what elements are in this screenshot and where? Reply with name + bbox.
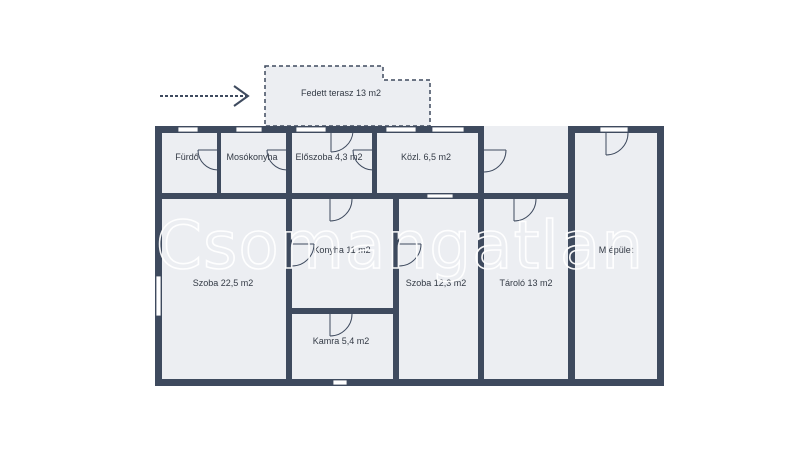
watermark: Csomangatlan bbox=[156, 207, 644, 284]
door-furdo bbox=[197, 149, 219, 171]
room-label-konyha: Konyha 11 m2 bbox=[313, 245, 370, 255]
door-tarolo bbox=[513, 198, 537, 222]
room-label-szoba2: Szoba 12,3 m2 bbox=[406, 278, 467, 288]
door-szoba1 bbox=[291, 243, 315, 267]
door-szoba2 bbox=[398, 243, 422, 267]
doors bbox=[197, 131, 629, 337]
room-label-eloszoba: Előszoba 4,3 m2 bbox=[295, 152, 362, 162]
room-label-tarolo: Tároló 13 m2 bbox=[499, 278, 552, 288]
door-mosokonyha bbox=[266, 149, 288, 171]
room-label-kozl: Közl. 6,5 m2 bbox=[401, 152, 451, 162]
door-melleknepulet bbox=[605, 132, 629, 156]
door-eloszoba bbox=[352, 149, 374, 171]
door-kozl bbox=[483, 149, 507, 173]
room-label-mosokonyha: Mosókonyha bbox=[226, 152, 277, 162]
interior-walls bbox=[155, 126, 575, 386]
terrace bbox=[264, 65, 431, 127]
room-label-furdo: Fürdő bbox=[175, 152, 199, 162]
room-label-melleknepulet: M.épület bbox=[599, 245, 634, 255]
windows bbox=[155, 126, 629, 386]
door-kamra bbox=[329, 313, 353, 337]
floor bbox=[157, 126, 662, 382]
door-konyha bbox=[329, 198, 353, 222]
room-label-szoba1: Szoba 22,5 m2 bbox=[193, 278, 254, 288]
entrance-arrow-icon bbox=[160, 85, 250, 107]
room-label-kamra: Kamra 5,4 m2 bbox=[313, 336, 370, 346]
room-label-terrace: Fedett terasz 13 m2 bbox=[301, 88, 381, 98]
door-eloszoba-top bbox=[330, 131, 354, 153]
